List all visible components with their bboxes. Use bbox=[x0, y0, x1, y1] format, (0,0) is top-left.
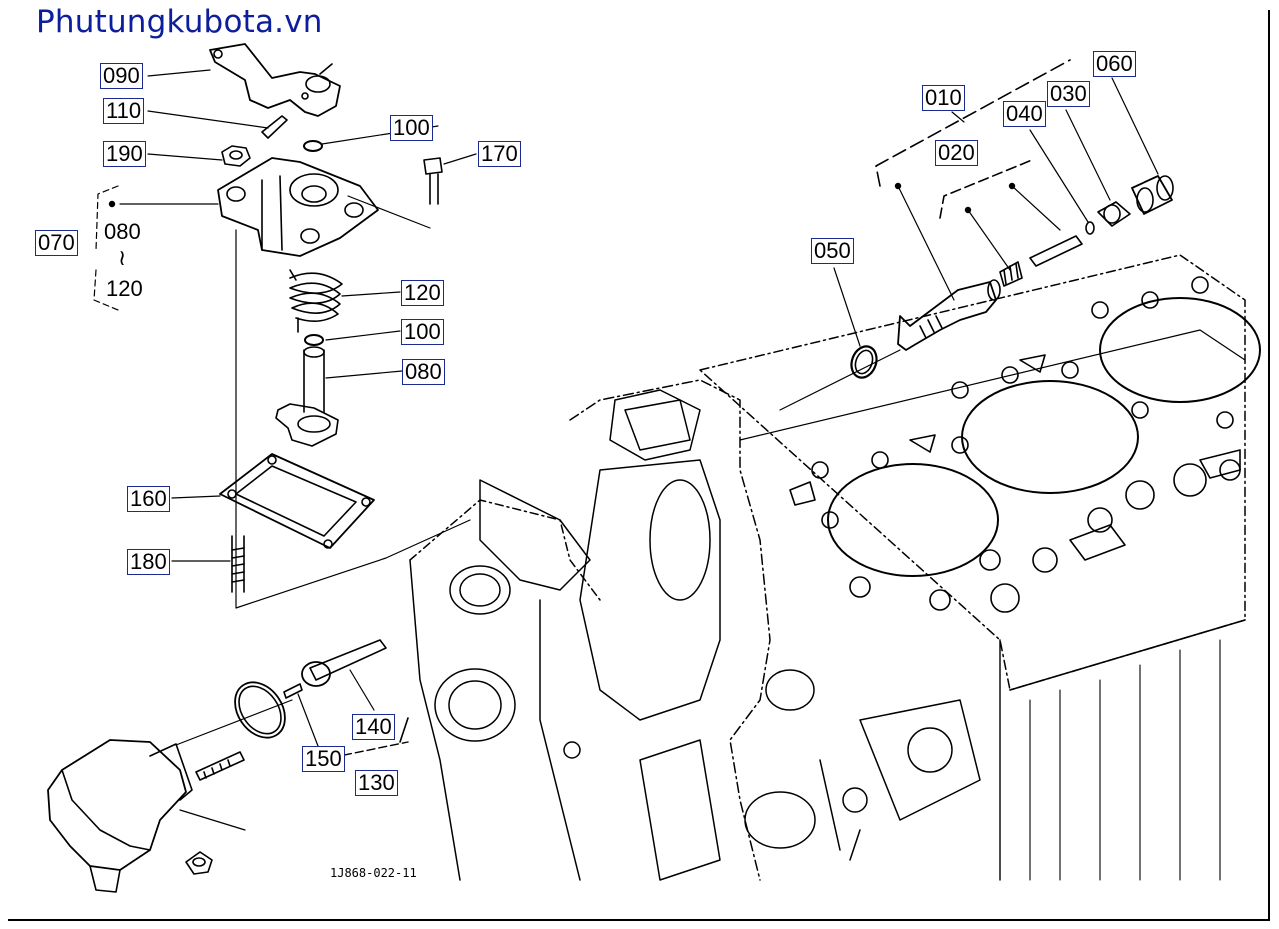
engine-block bbox=[699, 254, 1261, 881]
leader-lines bbox=[93, 69, 1159, 747]
callout-170[interactable]: 170 bbox=[478, 141, 521, 167]
callout-130[interactable]: 130 bbox=[355, 770, 398, 796]
diagram-frame bbox=[8, 10, 1270, 921]
callout-180[interactable]: 180 bbox=[127, 549, 170, 575]
drawing-number: 1J868-022-11 bbox=[330, 866, 417, 880]
callout-040[interactable]: 040 bbox=[1003, 101, 1046, 127]
callout-050[interactable]: 050 bbox=[811, 238, 854, 264]
callout-090[interactable]: 090 bbox=[100, 63, 143, 89]
lever-assembly bbox=[209, 43, 471, 609]
callout-060[interactable]: 060 bbox=[1093, 51, 1136, 77]
callout-100-upper[interactable]: 100 bbox=[390, 115, 433, 141]
site-title[interactable]: Phutungkubota.vn bbox=[36, 4, 323, 40]
callout-100-lower[interactable]: 100 bbox=[401, 319, 444, 345]
callout-070[interactable]: 070 bbox=[35, 230, 78, 256]
callout-080[interactable]: 080 bbox=[402, 359, 445, 385]
callout-120[interactable]: 120 bbox=[401, 280, 444, 306]
callout-010[interactable]: 010 bbox=[922, 85, 965, 111]
callout-110[interactable]: 110 bbox=[103, 98, 145, 124]
callout-160[interactable]: 160 bbox=[127, 486, 170, 512]
callout-030[interactable]: 030 bbox=[1047, 81, 1090, 107]
callout-150[interactable]: 150 bbox=[302, 746, 345, 772]
callout-140[interactable]: 140 bbox=[352, 714, 395, 740]
range-symbol: ≀ bbox=[118, 246, 127, 271]
callout-020[interactable]: 020 bbox=[935, 140, 978, 166]
gear-case bbox=[409, 379, 981, 881]
callout-190[interactable]: 190 bbox=[103, 141, 146, 167]
range-end-120: 120 bbox=[106, 276, 143, 301]
range-start-080: 080 bbox=[104, 219, 141, 244]
